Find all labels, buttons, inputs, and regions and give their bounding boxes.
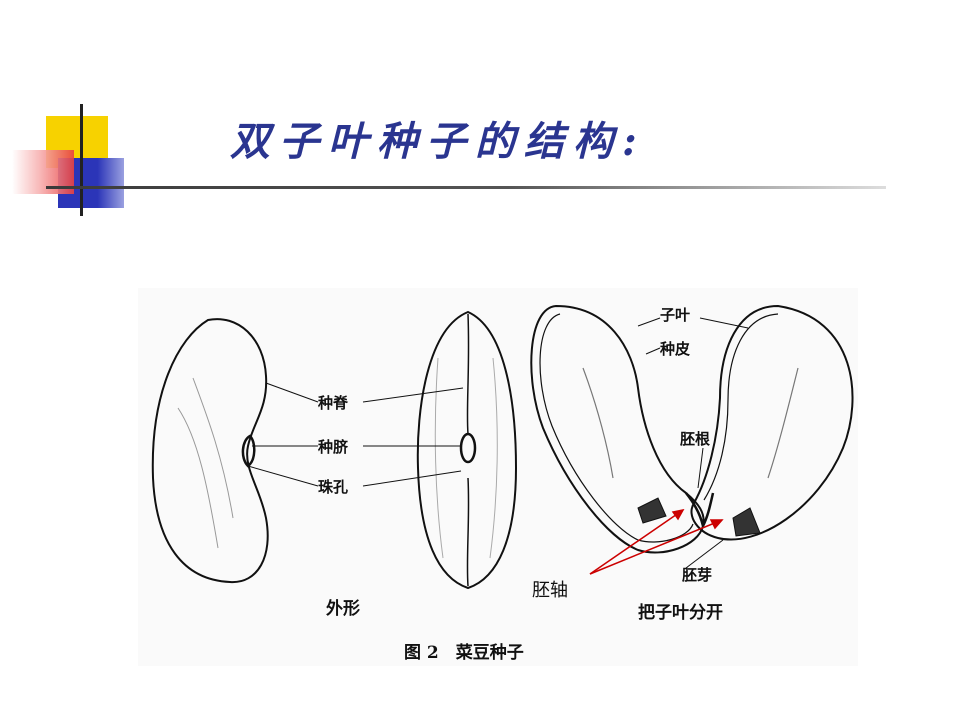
figure-caption: 图 2 菜豆种子 <box>404 643 524 663</box>
title-underline <box>46 186 886 189</box>
label-hypocotyl: 胚轴 <box>532 580 568 601</box>
cotyledon-right-inner <box>703 313 779 501</box>
bean-front-ridge <box>466 313 470 587</box>
label-cotyledon: 子叶 <box>660 306 691 324</box>
caption-external-form: 外形 <box>326 599 360 619</box>
cotyledon-veins <box>582 367 799 479</box>
bean-front-shading <box>434 357 498 559</box>
embryo-axis <box>685 492 715 527</box>
bean-seed-figure: 种脊 种脐 珠孔 子叶 种皮 胚根 胚芽 胚轴 外形 把子叶分开 图 2 菜豆种… <box>138 288 858 666</box>
slide-title: 双子叶种子的结构: <box>230 118 646 165</box>
label-radicle: 胚根 <box>680 430 711 448</box>
leader-lines <box>247 317 749 569</box>
cotyledon-right-outline <box>690 304 854 541</box>
decor-vertical-line <box>80 104 83 216</box>
cotyledon-left-inner <box>539 313 694 543</box>
cotyledon-left-outline <box>530 304 705 554</box>
label-plumule: 胚芽 <box>682 566 713 584</box>
plumule-left <box>637 497 667 524</box>
label-micropyle: 珠孔 <box>318 478 349 496</box>
bean-seed-drawing <box>151 304 854 590</box>
label-seed-coat: 种皮 <box>660 340 691 358</box>
bean-side-outline <box>151 318 269 584</box>
bean-side-shading <box>177 377 234 549</box>
label-hilum: 种脐 <box>318 438 349 456</box>
bean-front-hilum <box>459 432 477 464</box>
caption-cotyledons-separated: 把子叶分开 <box>638 603 723 623</box>
bean-front-outline <box>416 310 518 590</box>
plumule-right <box>732 507 761 537</box>
label-seed-ridge: 种脊 <box>318 394 349 412</box>
hypocotyl-arrows <box>589 508 724 575</box>
